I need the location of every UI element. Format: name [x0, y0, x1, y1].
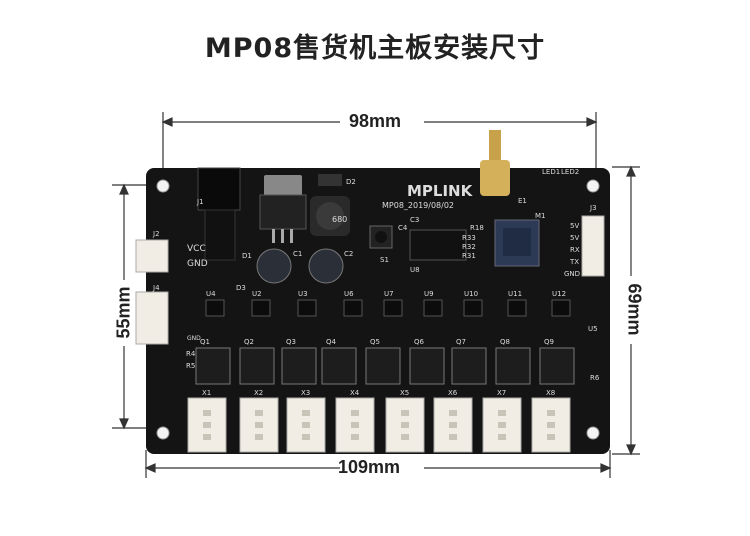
- q-label: Q6: [414, 338, 425, 346]
- dimension-bottom: 109mm: [338, 457, 401, 477]
- misc-label: R32: [462, 243, 476, 251]
- x-label: X3: [301, 389, 310, 397]
- u-label: U7: [384, 290, 394, 298]
- misc-label: E1: [518, 197, 527, 205]
- q-label: Q2: [244, 338, 254, 346]
- misc-label: C2: [344, 250, 353, 258]
- mount-hole: [156, 179, 170, 193]
- u-label: U6: [344, 290, 354, 298]
- u-label: U3: [298, 290, 308, 298]
- misc-label: R4: [186, 350, 196, 358]
- inductor-label: 680: [332, 215, 347, 224]
- u-label: U11: [508, 290, 522, 298]
- dimension-right: 69mm: [624, 283, 645, 336]
- misc-label: U5: [588, 325, 598, 333]
- q-label: Q5: [370, 338, 380, 346]
- q-label: Q1: [200, 338, 210, 346]
- page-title: MP08售货机主板安装尺寸: [204, 33, 546, 64]
- misc-label: R31: [462, 252, 476, 260]
- q-label: Q7: [456, 338, 466, 346]
- q-label: Q4: [326, 338, 337, 346]
- q-label: Q9: [544, 338, 554, 346]
- j4-label: J4: [152, 284, 160, 292]
- side-label: 5V: [570, 222, 579, 230]
- q-label: Q8: [500, 338, 510, 346]
- x-label: X4: [350, 389, 360, 397]
- misc-label: D1: [242, 252, 252, 260]
- mount-hole: [156, 426, 170, 440]
- j3-label: J3: [589, 204, 597, 212]
- misc-label: R18: [470, 224, 484, 232]
- misc-label: D2: [346, 178, 356, 186]
- j1-label: J1: [196, 198, 204, 206]
- u-label: U12: [552, 290, 566, 298]
- misc-label: R5: [186, 362, 195, 370]
- misc-label: C1: [293, 250, 302, 258]
- misc-label: D3: [236, 284, 246, 292]
- side-label: GND: [564, 270, 580, 278]
- misc-label: LED2: [561, 168, 579, 176]
- side-label: 5V: [570, 234, 579, 242]
- pcb-brand: MPLINK: [407, 182, 474, 200]
- x-label: X7: [497, 389, 506, 397]
- u-label: U4: [206, 290, 216, 298]
- x-label: X1: [202, 389, 211, 397]
- j2-label: J2: [152, 230, 160, 238]
- misc-label: S1: [380, 256, 389, 264]
- x-label: X2: [254, 389, 263, 397]
- misc-label: M1: [535, 212, 546, 220]
- x-label: X8: [546, 389, 555, 397]
- misc-label: R33: [462, 234, 476, 242]
- x-label: X5: [400, 389, 409, 397]
- misc-label: LED1: [542, 168, 560, 176]
- u-label: U2: [252, 290, 262, 298]
- vcc-label: VCC: [187, 244, 206, 254]
- u-label: U9: [424, 290, 434, 298]
- mount-hole: [586, 426, 600, 440]
- q-label: Q3: [286, 338, 296, 346]
- dimension-top: 98mm: [349, 111, 402, 131]
- dimension-left: 55mm: [113, 286, 134, 339]
- mount-hole: [586, 179, 600, 193]
- misc-label: C4: [398, 224, 408, 232]
- misc-label: U8: [410, 266, 420, 274]
- pcb-model-date: MP08_2019/08/02: [382, 201, 454, 210]
- side-label: RX: [570, 246, 580, 254]
- gnd-label: GND: [187, 259, 208, 269]
- misc-label: R6: [590, 374, 600, 382]
- gnd-small-label: GND: [187, 335, 201, 342]
- side-label: TX: [569, 258, 579, 266]
- misc-label: C3: [410, 216, 419, 224]
- u-label: U10: [464, 290, 478, 298]
- x-label: X6: [448, 389, 458, 397]
